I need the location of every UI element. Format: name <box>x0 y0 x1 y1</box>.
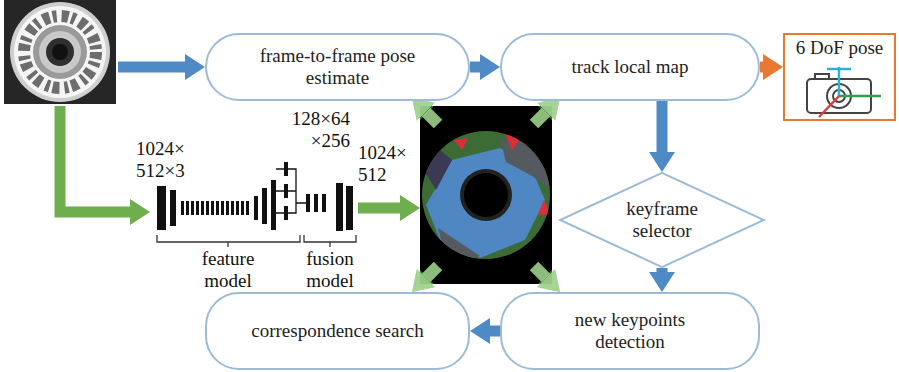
network-model-part <box>336 183 343 231</box>
dimension-label: 1024× 512 <box>358 142 416 186</box>
network-model-part <box>284 206 288 220</box>
network-model-part <box>211 201 214 215</box>
model-brackets-part <box>304 235 356 247</box>
network-model-part <box>157 186 166 230</box>
fisheye-photo-part <box>10 2 110 102</box>
segmentation-image-part <box>420 106 552 284</box>
network-model <box>157 162 353 231</box>
segmentation-image-part-part <box>420 130 552 260</box>
fisheye-photo <box>4 0 116 104</box>
network-model-part <box>241 201 244 215</box>
network-model-part <box>254 196 258 220</box>
camera-icon-part <box>827 68 851 71</box>
network-model-part <box>216 201 219 215</box>
segmentation-output-arrows-part <box>426 112 438 124</box>
model-brackets-part <box>157 235 300 247</box>
fisheye-photo-part <box>24 16 96 88</box>
fisheye-photo-part <box>46 38 74 66</box>
flow-arrow <box>657 101 668 152</box>
segmentation-output-arrows-part <box>426 266 438 278</box>
node-text: frame-to-frame pose estimate <box>243 45 433 89</box>
segmentation-image-part-part <box>505 134 522 150</box>
network-model-part <box>271 180 276 230</box>
diamond-outline <box>560 173 764 267</box>
segmentation-image-part-part <box>454 138 468 150</box>
network-model-part <box>181 201 184 215</box>
segmentation-image-part <box>420 130 552 262</box>
network-model-part <box>284 184 288 198</box>
network-model-part <box>196 201 199 215</box>
node-text: 6 DoF pose <box>796 37 884 59</box>
segmentation-arrow <box>358 208 400 209</box>
process-box: new keypoints detection <box>500 292 760 370</box>
camera-icon-part <box>815 74 829 79</box>
segmentation-arrow-part <box>358 203 400 214</box>
model-brackets <box>157 235 356 247</box>
network-model-part <box>306 194 310 212</box>
dimension-label: 128×64 ×256 <box>278 108 350 152</box>
segmentation-image <box>420 106 552 284</box>
network-model-part <box>206 201 209 215</box>
flow-arrow <box>760 62 763 73</box>
segmentation-output-arrows-part <box>534 112 546 124</box>
fisheye-photo-part <box>52 44 68 60</box>
camera-icon <box>785 65 894 119</box>
process-box: track local map <box>500 33 760 101</box>
network-model-part <box>201 201 204 215</box>
segmentation-image-part-part <box>424 150 452 190</box>
node-text: new keypoints detection <box>555 309 705 353</box>
network-model-part <box>221 201 224 215</box>
network-model-part <box>276 169 306 213</box>
fisheye-photo-part <box>39 31 81 73</box>
output-box: 6 DoF pose <box>783 33 896 121</box>
network-model-part <box>236 201 239 215</box>
bracket-label: fusion model <box>299 248 361 292</box>
input-arrow-part <box>118 62 185 73</box>
network-model-part <box>231 201 234 215</box>
bracket-label: feature model <box>183 248 273 292</box>
network-model-part <box>246 201 249 215</box>
dimension-label: 1024× 512×3 <box>136 138 200 182</box>
network-input-arrow-part <box>60 106 130 212</box>
input-arrow <box>118 67 185 68</box>
network-model-part <box>322 194 326 212</box>
fisheye-photo-part <box>14 6 106 98</box>
process-box: frame-to-frame pose estimate <box>205 33 470 101</box>
network-model-part <box>284 162 288 176</box>
camera-icon-part <box>838 67 841 96</box>
segmentation-output-arrows-part <box>534 266 546 278</box>
process-box: correspondence search <box>205 292 470 370</box>
network-model-part <box>186 201 189 215</box>
segmentation-image-part <box>464 173 508 217</box>
node-text: keyframe selector <box>612 198 712 242</box>
segmentation-image-part-part <box>438 228 480 262</box>
camera-icon-part <box>819 96 839 117</box>
node-text: track local map <box>571 56 688 78</box>
segmentation-output-arrows <box>426 112 546 278</box>
fisheye-photo-part <box>33 25 87 79</box>
node-text: correspondence search <box>251 320 423 342</box>
network-model-part <box>226 201 229 215</box>
flow-arrow <box>470 62 480 73</box>
decision-diamond: keyframe selector <box>558 172 766 268</box>
network-model-part <box>191 201 194 215</box>
flow-arrow <box>490 326 500 337</box>
network-model-part <box>262 188 267 224</box>
fisheye-photo-part <box>4 0 116 104</box>
flow-arrow <box>657 268 668 272</box>
network-model-part <box>346 186 353 230</box>
segmentation-image-part <box>460 169 512 221</box>
network-model-part <box>314 194 318 212</box>
segmentation-image-part-part <box>538 200 552 216</box>
network-input-arrow <box>60 106 130 212</box>
camera-icon-part <box>839 95 881 98</box>
network-model-part <box>170 190 176 226</box>
